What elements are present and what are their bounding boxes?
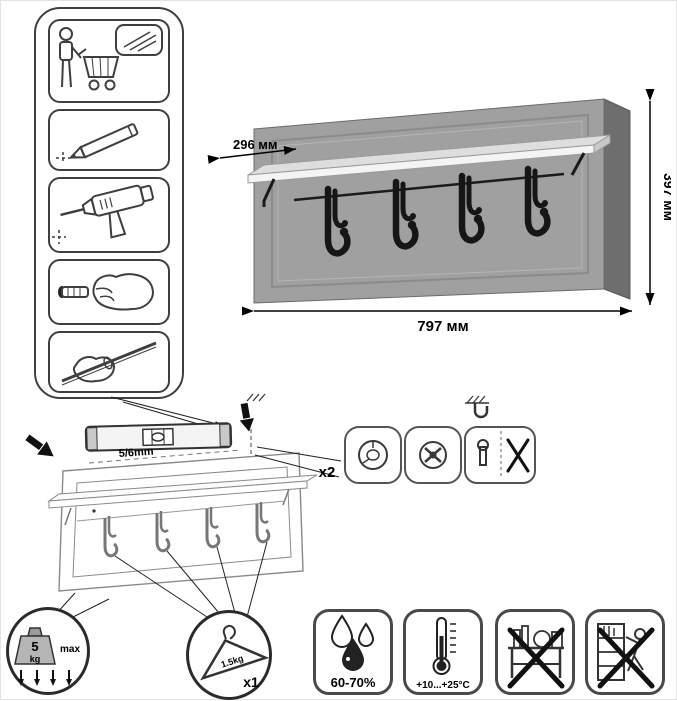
drill-icon — [50, 179, 168, 251]
rack-panel-side — [604, 99, 630, 299]
screw-fastener-icon — [420, 442, 446, 468]
thermometer-icon: +10...+25°C — [406, 612, 480, 692]
no-climbing-box — [585, 609, 665, 695]
temperature-box: +10...+25°C — [403, 609, 483, 695]
keyhole-no-screw-box — [465, 427, 535, 483]
rod-install-icon — [50, 333, 168, 391]
step-unpack — [48, 19, 170, 103]
max-label: max — [60, 644, 80, 655]
humidity-drops-icon: 60-70% — [316, 612, 390, 692]
drill-point-arrow-icon — [236, 402, 257, 434]
rack-panel-front — [254, 99, 604, 303]
pointer-line — [111, 397, 221, 425]
temperature-label: +10...+25°C — [416, 680, 469, 691]
max-weight-unit: kg — [30, 654, 41, 664]
hanger-badge: 1.5kg x1 — [186, 610, 272, 700]
wall-hatch — [253, 394, 259, 401]
wall-bracket-icon — [465, 396, 489, 417]
dimension-width: 797 мм — [417, 318, 468, 335]
pencil-mark-icon — [50, 111, 168, 169]
step-mark — [48, 109, 170, 171]
max-weight-value: 5 — [31, 639, 38, 654]
max-weight-badge: 5 kg max — [6, 607, 90, 695]
hanger-icon: 1.5kg x1 — [189, 613, 269, 697]
no-climbing-icon — [588, 612, 662, 692]
dimension-depth: 296 мм — [233, 137, 278, 152]
down-arrows — [18, 670, 72, 686]
unpack-cart-icon — [50, 21, 168, 101]
dimension-height: 397 мм — [661, 173, 671, 221]
wall-hatch — [259, 394, 265, 401]
coat-rack-render: 296 мм 397 мм 797 мм — [206, 79, 671, 344]
max-weight-icon: 5 kg max — [9, 610, 87, 692]
cam-fastener-icon — [359, 441, 387, 469]
spirit-level-icon — [86, 423, 232, 451]
drill-point-arrow-icon — [22, 430, 60, 465]
humidity-box: 60-70% — [313, 609, 393, 695]
step-drill — [48, 177, 170, 253]
no-heavy-load-box — [495, 609, 575, 695]
no-heavy-load-icon — [498, 612, 572, 692]
fastener-count-label: x2 — [319, 464, 336, 481]
hanger-count-label: x1 — [243, 674, 259, 690]
wall-hatch — [247, 394, 253, 401]
dowel-insert-icon — [50, 261, 168, 323]
drill-size-label: 5/6mm — [118, 446, 154, 460]
assembly-steps-panel — [34, 7, 184, 399]
step-install-rod — [48, 331, 170, 393]
humidity-label: 60-70% — [331, 675, 376, 690]
step-insert-dowel — [48, 259, 170, 325]
